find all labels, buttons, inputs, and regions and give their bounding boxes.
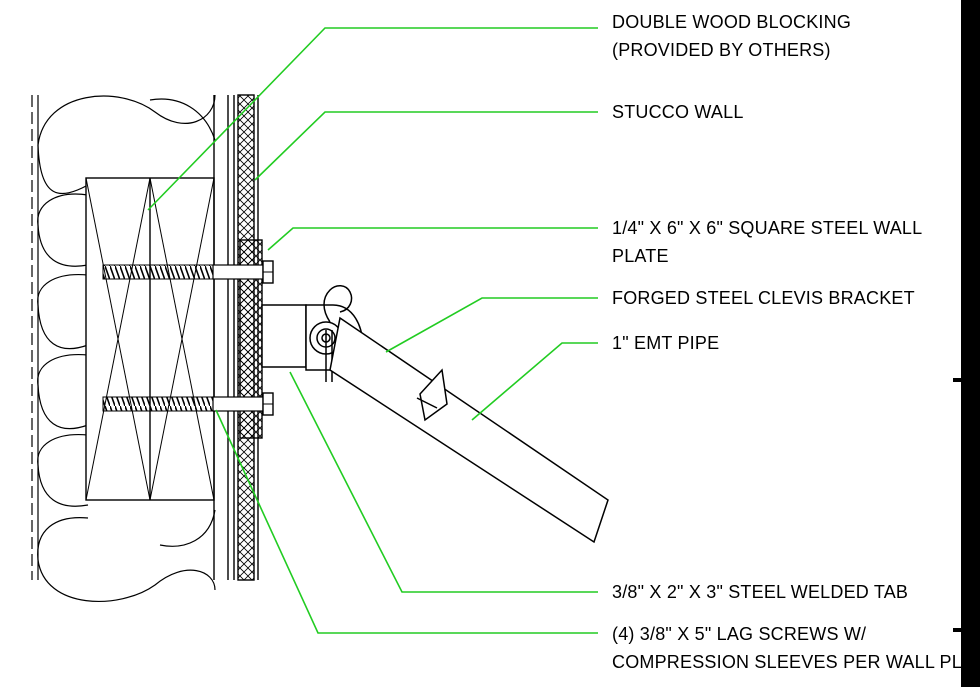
label-blocking-line-1: DOUBLE WOOD BLOCKING xyxy=(612,12,851,32)
leader-blocking xyxy=(147,27,598,211)
welded-tab xyxy=(261,304,307,368)
label-clevis: FORGED STEEL CLEVIS BRACKET xyxy=(612,288,915,308)
leader-stucco xyxy=(254,111,598,181)
leader-emt xyxy=(471,342,598,421)
label-lag-line-2: COMPRESSION SLEEVES PER WALL PLATE xyxy=(612,652,980,672)
leader-clevis xyxy=(385,297,598,353)
leader-plate xyxy=(267,227,598,251)
label-lag-line-1: (4) 3/8" X 5" LAG SCREWS W/ xyxy=(612,624,866,644)
leader-lag xyxy=(215,409,598,634)
sheet-border xyxy=(953,0,980,687)
callout-labels: DOUBLE WOOD BLOCKING (PROVIDED BY OTHERS… xyxy=(612,12,980,672)
lag-screw-upper xyxy=(102,260,274,284)
leader-lines xyxy=(147,27,598,634)
wood-blocking xyxy=(85,177,215,501)
lag-screw-lower xyxy=(102,392,274,416)
label-plate-line-1: 1/4" X 6" X 6" SQUARE STEEL WALL xyxy=(612,218,922,238)
label-plate-line-2: PLATE xyxy=(612,246,669,266)
label-tab: 3/8" X 2" X 3" STEEL WELDED TAB xyxy=(612,582,908,602)
insulation-batt xyxy=(31,94,216,602)
framing-lines xyxy=(213,95,235,580)
emt-pipe xyxy=(329,316,609,544)
label-stucco: STUCCO WALL xyxy=(612,102,744,122)
leader-tab xyxy=(289,371,598,593)
label-blocking-line-2: (PROVIDED BY OTHERS) xyxy=(612,40,831,60)
label-emt: 1" EMT PIPE xyxy=(612,333,719,353)
